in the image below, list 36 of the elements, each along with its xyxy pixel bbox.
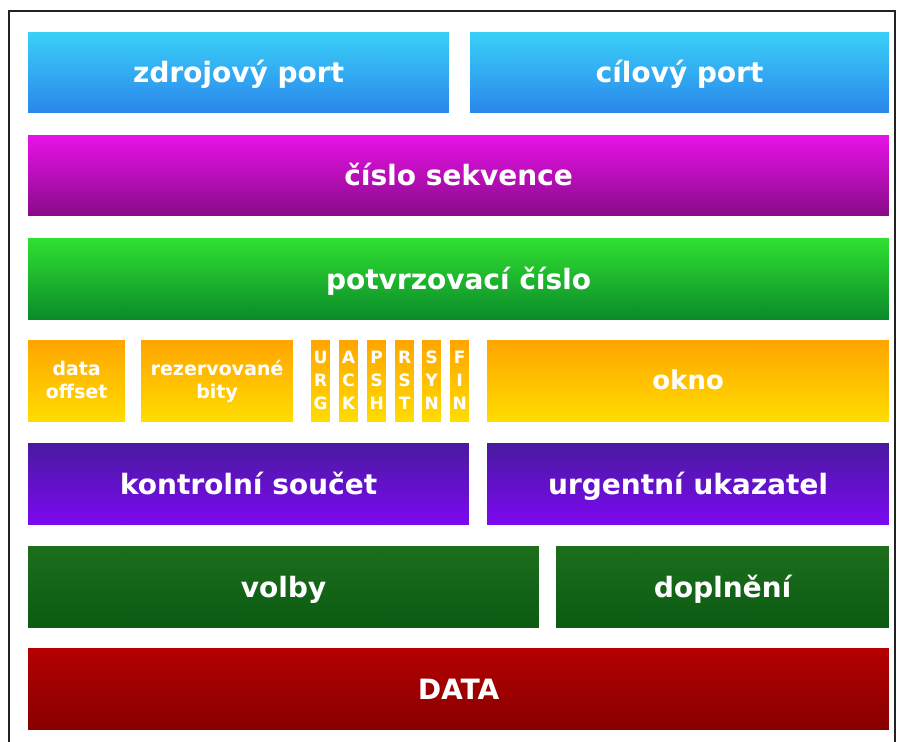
header-field — [28, 443, 469, 525]
field-label: rezervované bity — [150, 358, 284, 404]
field-label: doplnění — [654, 570, 792, 604]
header-field — [141, 340, 293, 422]
field-label: RST — [398, 346, 412, 416]
header-field — [28, 135, 889, 216]
flag-field — [450, 340, 469, 422]
field-label: data offset — [44, 358, 108, 404]
field-label: ACK — [342, 346, 356, 416]
header-field — [28, 648, 889, 730]
header-field — [470, 32, 889, 113]
header-field — [28, 32, 449, 113]
flag-field — [395, 340, 414, 422]
header-field — [28, 546, 539, 628]
flag-field — [367, 340, 386, 422]
header-field — [556, 546, 889, 628]
field-label: FIN — [452, 346, 466, 416]
field-label: okno — [652, 366, 724, 396]
field-label: URG — [314, 346, 328, 416]
field-label: cílový port — [596, 56, 764, 89]
field-label: číslo sekvence — [344, 159, 573, 192]
field-label: kontrolní součet — [120, 468, 378, 500]
header-field — [487, 340, 889, 422]
field-label: volby — [240, 570, 326, 604]
field-label: urgentní ukazatel — [548, 468, 828, 500]
field-label: zdrojový port — [133, 56, 344, 89]
flag-field — [422, 340, 441, 422]
field-label: potvrzovací číslo — [326, 262, 592, 296]
field-label: DATA — [418, 672, 500, 706]
field-label: PSH — [370, 346, 384, 416]
field-label: SYN — [424, 346, 438, 416]
flag-field — [311, 340, 330, 422]
header-field — [28, 340, 125, 422]
header-field — [487, 443, 889, 525]
header-field — [28, 238, 889, 320]
flag-field — [339, 340, 358, 422]
